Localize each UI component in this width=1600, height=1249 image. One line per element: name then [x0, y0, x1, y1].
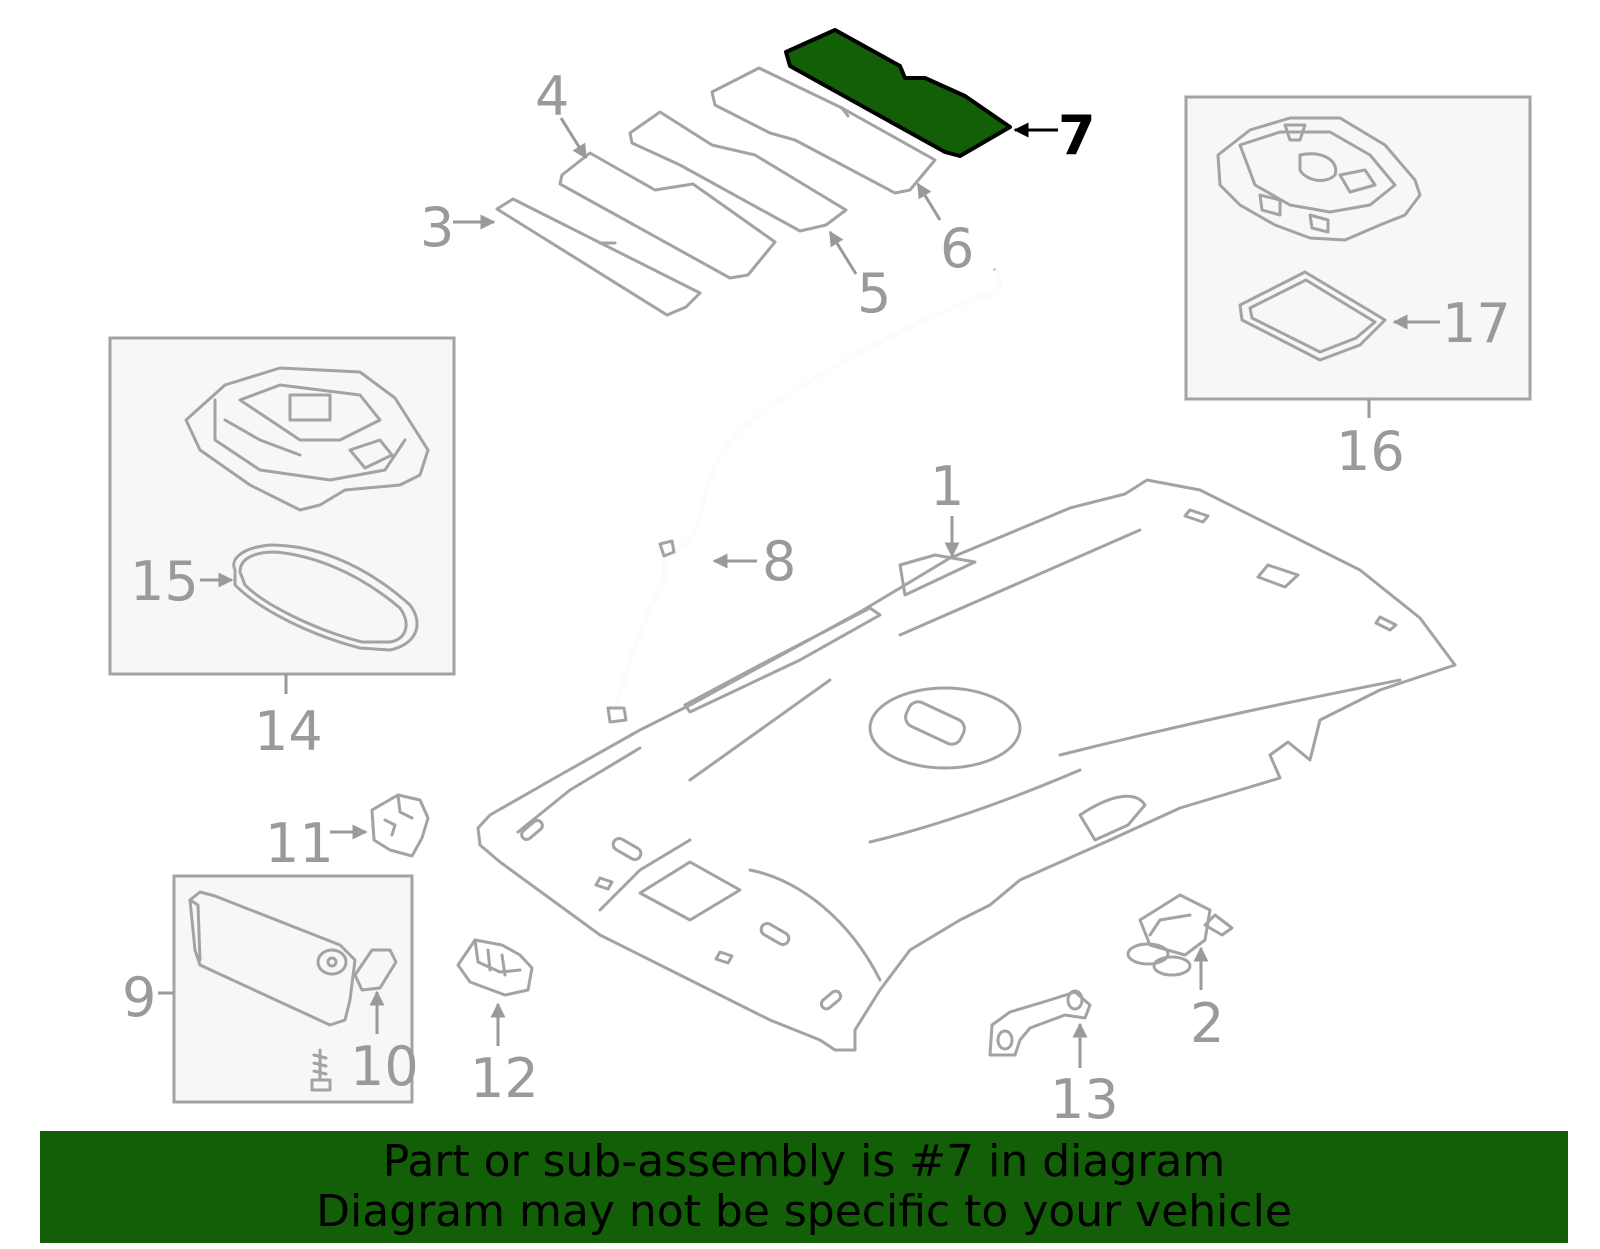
banner-line-1: Part or sub-assembly is #7 in diagram — [382, 1136, 1226, 1187]
callout-6: 6 — [940, 217, 974, 280]
cable-part-8 — [606, 268, 1002, 724]
callout-2: 2 — [1190, 992, 1224, 1055]
callout-3: 3 — [420, 196, 454, 259]
callout-10: 10 — [350, 1035, 419, 1098]
notice-banner: Part or sub-assembly is #7 in diagram Di… — [40, 1131, 1568, 1243]
callout-12: 12 — [470, 1047, 539, 1110]
lamp-part-2 — [1126, 893, 1234, 977]
clip-part-12 — [456, 938, 534, 997]
callout-13: 13 — [1050, 1068, 1119, 1131]
callout-7: 7 — [1058, 104, 1096, 167]
visor-clip-part-10 — [353, 948, 398, 992]
callout-5: 5 — [857, 262, 891, 325]
pad-part-4 — [558, 151, 777, 280]
group-box-14 — [108, 336, 456, 676]
overhead-console — [1216, 116, 1422, 242]
callout-9: 9 — [122, 966, 156, 1029]
headliner-part-1 — [476, 478, 1457, 1052]
lens-part-15 — [232, 543, 419, 652]
assist-grip-part-13 — [988, 989, 1092, 1057]
bracket-part-11 — [370, 793, 430, 858]
callout-1: 1 — [930, 455, 964, 518]
callout-8: 8 — [762, 530, 796, 593]
screw-icon — [310, 1048, 332, 1092]
pad-part-3 — [495, 197, 702, 317]
sun-visor-part-9 — [188, 890, 357, 1027]
highlighted-part-7 — [784, 28, 1012, 158]
pad-part-5 — [628, 110, 848, 233]
callout-16: 16 — [1336, 420, 1405, 483]
callout-14: 14 — [254, 700, 323, 763]
leader-lines — [158, 117, 1440, 1068]
pad-part-6 — [710, 66, 937, 195]
callout-4: 4 — [535, 65, 569, 128]
lens-part-17 — [1238, 270, 1387, 362]
banner-line-2: Diagram may not be specific to your vehi… — [316, 1186, 1292, 1237]
callout-15: 15 — [130, 550, 199, 613]
part-7-shape — [784, 28, 1012, 158]
callout-11: 11 — [265, 812, 334, 875]
dome-lamp-housing — [184, 366, 430, 512]
callout-17: 17 — [1442, 292, 1511, 355]
